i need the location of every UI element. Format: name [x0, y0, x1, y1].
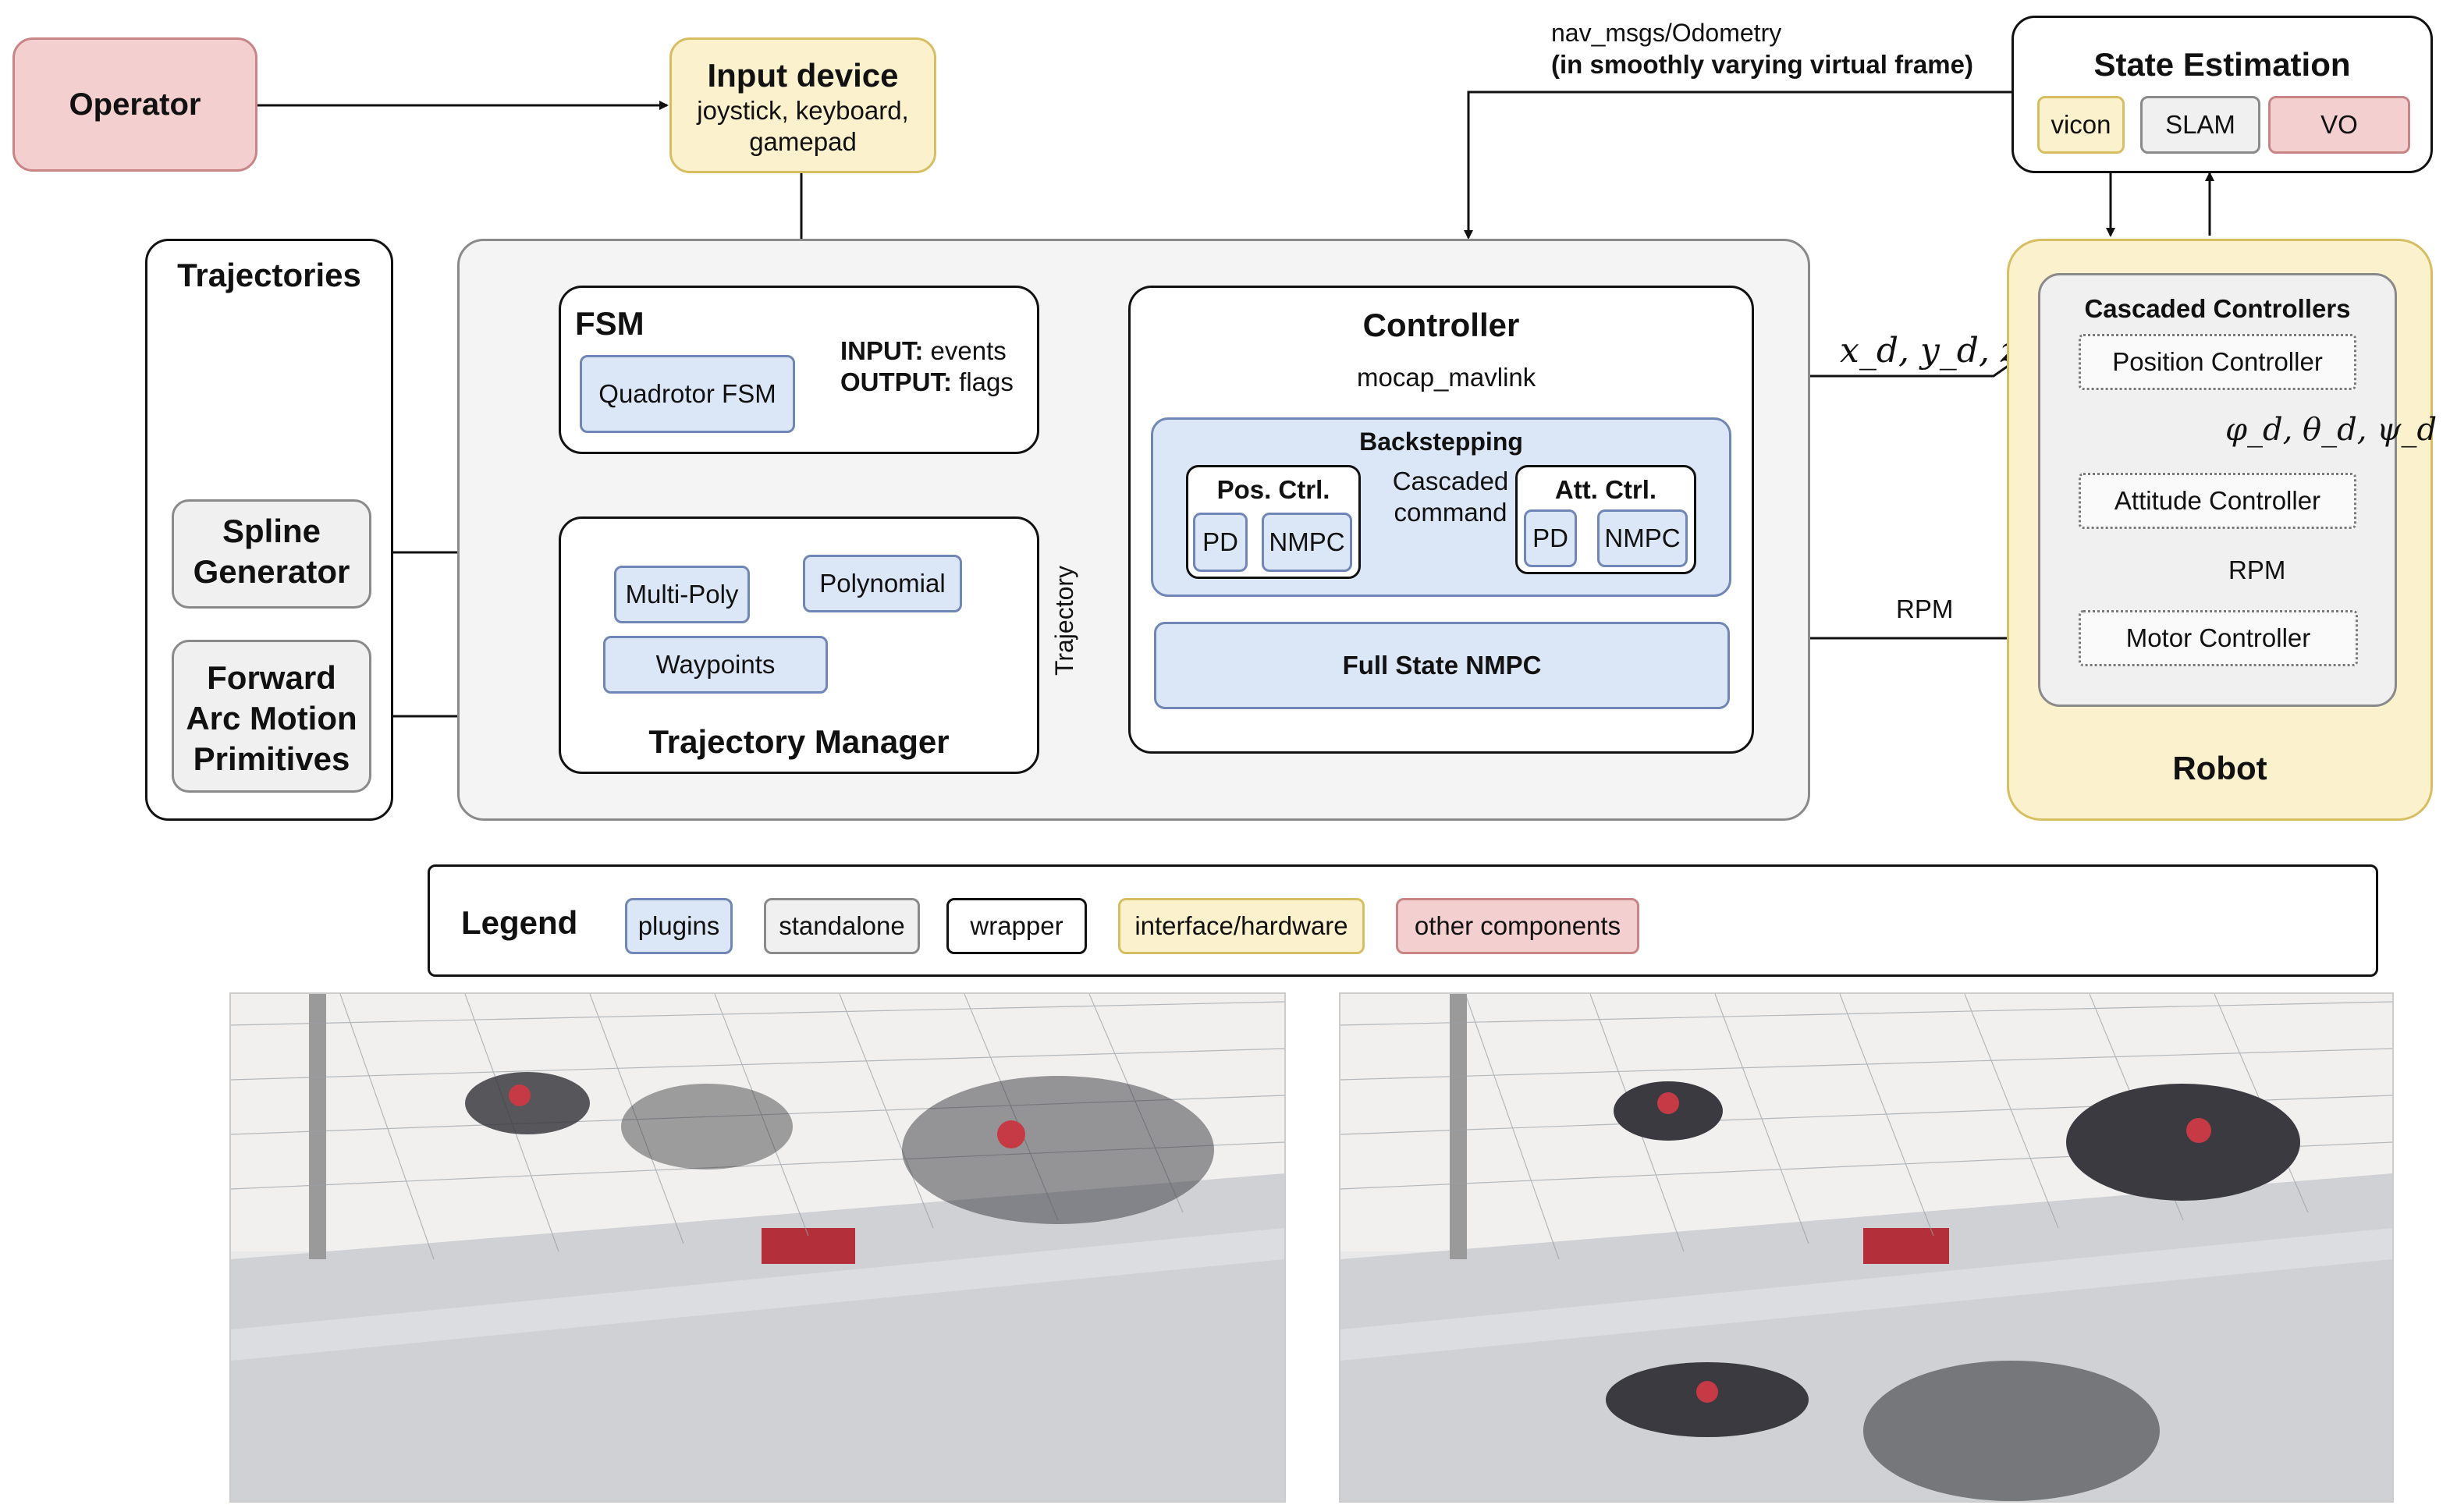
controller-title: Controller: [1362, 307, 1520, 343]
controller-rpm-label: RPM: [1896, 595, 1954, 623]
photo-right-illustration: [1340, 994, 2392, 1501]
full-state-nmpc-plugin: Full State NMPC: [1154, 622, 1730, 709]
spline-line1: Spline: [222, 513, 321, 549]
forward-line2: Arc Motion: [186, 700, 357, 736]
waypoints-plugin: Waypoints: [603, 636, 828, 694]
legend-other: other components: [1396, 898, 1639, 954]
legend-title: Legend: [461, 904, 578, 941]
operator-label: Operator: [69, 87, 201, 122]
input-device-line1: joystick, keyboard,: [697, 96, 909, 125]
position-controller-label: Position Controller: [2112, 347, 2323, 376]
fsm-input-value: events: [930, 336, 1007, 365]
input-device-box: Input device joystick, keyboard, gamepad: [669, 37, 936, 173]
pos-nmpc-plugin: NMPC: [1262, 513, 1352, 572]
forward-arc-box: Forward Arc Motion Primitives: [172, 640, 371, 793]
vo-label: VO: [2320, 110, 2358, 139]
cascaded-command-line2: command: [1394, 498, 1507, 527]
odometry-arrow: [1464, 91, 2011, 240]
quadrotor-fsm-plugin: Quadrotor FSM: [580, 355, 795, 433]
att-ctrl-title: Att. Ctrl.: [1554, 475, 1657, 504]
att-nmpc-label: NMPC: [1604, 524, 1681, 552]
legend-hardware-label: interface/hardware: [1134, 911, 1348, 940]
fsm-output-line: OUTPUT: flags: [840, 367, 1014, 397]
legend-standalone-label: standalone: [779, 911, 905, 940]
multipoly-label: Multi-Poly: [625, 580, 739, 609]
vicon-label: vicon: [2051, 110, 2111, 139]
state-estimation-title: State Estimation: [2093, 46, 2351, 83]
legend-wrapper: wrapper: [946, 898, 1087, 954]
input-device-line2: gamepad: [749, 127, 857, 156]
legend-hardware: interface/hardware: [1118, 898, 1365, 954]
vicon-box: vicon: [2037, 96, 2125, 154]
att-pd-plugin: PD: [1524, 509, 1577, 567]
pos-ctrl-box: Pos. Ctrl. PD NMPC: [1186, 465, 1361, 579]
fsm-output-value: flags: [959, 367, 1014, 396]
position-controller-box: Position Controller: [2079, 334, 2356, 390]
photo-drones-left: [229, 992, 1286, 1503]
legend-wrapper-label: wrapper: [970, 911, 1063, 940]
operator-box: Operator: [12, 37, 257, 172]
multipoly-plugin: Multi-Poly: [614, 566, 750, 623]
legend-standalone: standalone: [764, 898, 920, 954]
attitude-controller-label: Attitude Controller: [2114, 486, 2321, 515]
fsm-output-label: OUTPUT:: [840, 367, 952, 396]
photo-left-illustration: [231, 994, 1284, 1501]
att-ctrl-box: Att. Ctrl. PD NMPC: [1515, 465, 1696, 574]
backstepping-title: Backstepping: [1359, 428, 1523, 456]
trajectory-manager-title: Trajectory Manager: [648, 723, 950, 760]
slam-label: SLAM: [2165, 110, 2235, 139]
full-state-nmpc-label: Full State NMPC: [1342, 651, 1542, 680]
trajectory-manager-box: Multi-Poly Polynomial Waypoints Trajecto…: [559, 516, 1039, 774]
legend-plugins-label: plugins: [637, 911, 720, 940]
legend-plugins: plugins: [625, 898, 733, 954]
fsm-box: FSM Quadrotor FSM INPUT: events OUTPUT: …: [559, 286, 1039, 454]
mocap-mavlink-label: mocap_mavlink: [1357, 363, 1536, 392]
forward-line3: Primitives: [193, 740, 350, 777]
spline-generator-box: Spline Generator: [172, 499, 371, 609]
odometry-label-2: (in smoothly varying virtual frame): [1551, 50, 1973, 79]
pos-ctrl-title: Pos. Ctrl.: [1216, 475, 1330, 504]
motor-controller-label: Motor Controller: [2125, 623, 2311, 652]
pos-nmpc-label: NMPC: [1269, 527, 1345, 556]
spline-line2: Generator: [193, 553, 350, 590]
robot-rpm-label: RPM: [2228, 555, 2286, 584]
cascaded-controllers-title: Cascaded Controllers: [2084, 294, 2351, 323]
slam-box: SLAM: [2140, 96, 2260, 154]
att-nmpc-plugin: NMPC: [1597, 509, 1688, 567]
input-device-title: Input device: [707, 57, 899, 94]
motor-controller-box: Motor Controller: [2079, 610, 2358, 666]
backstepping-plugin: Backstepping Pos. Ctrl. PD NMPC Cascaded…: [1151, 417, 1731, 597]
trajectories-title: Trajectories: [177, 257, 361, 293]
photo-drones-right: [1339, 992, 2394, 1503]
quadrotor-fsm-label: Quadrotor FSM: [598, 379, 776, 408]
pos-pd-label: PD: [1202, 527, 1238, 556]
fsm-title: FSM: [575, 305, 644, 342]
vo-box: VO: [2268, 96, 2410, 154]
trajectory-edge-label: Trajectory: [1050, 565, 1078, 676]
waypoints-label: Waypoints: [655, 650, 776, 679]
attitude-controller-box: Attitude Controller: [2079, 473, 2356, 529]
cascaded-command-line1: Cascaded: [1392, 467, 1509, 495]
fsm-input-label: INPUT:: [840, 336, 924, 365]
odometry-label-1: nav_msgs/Odometry: [1551, 19, 1782, 47]
fsm-input-line: INPUT: events: [840, 336, 1007, 366]
forward-line1: Forward: [207, 659, 336, 696]
robot-title: Robot: [2172, 750, 2267, 786]
legend-box: Legend plugins standalone wrapper interf…: [428, 864, 2378, 977]
controller-box: Controller mocap_mavlink Backstepping Po…: [1128, 286, 1754, 754]
attitude-setpoint-label: φ_d, θ_d, ψ_d: [2225, 412, 2438, 448]
polynomial-label: Polynomial: [819, 569, 946, 598]
att-pd-label: PD: [1532, 524, 1568, 552]
polynomial-plugin: Polynomial: [803, 555, 962, 612]
state-estimation-box: State Estimation vicon SLAM VO: [2011, 16, 2433, 173]
pos-pd-plugin: PD: [1193, 513, 1248, 572]
legend-other-label: other components: [1414, 911, 1621, 940]
